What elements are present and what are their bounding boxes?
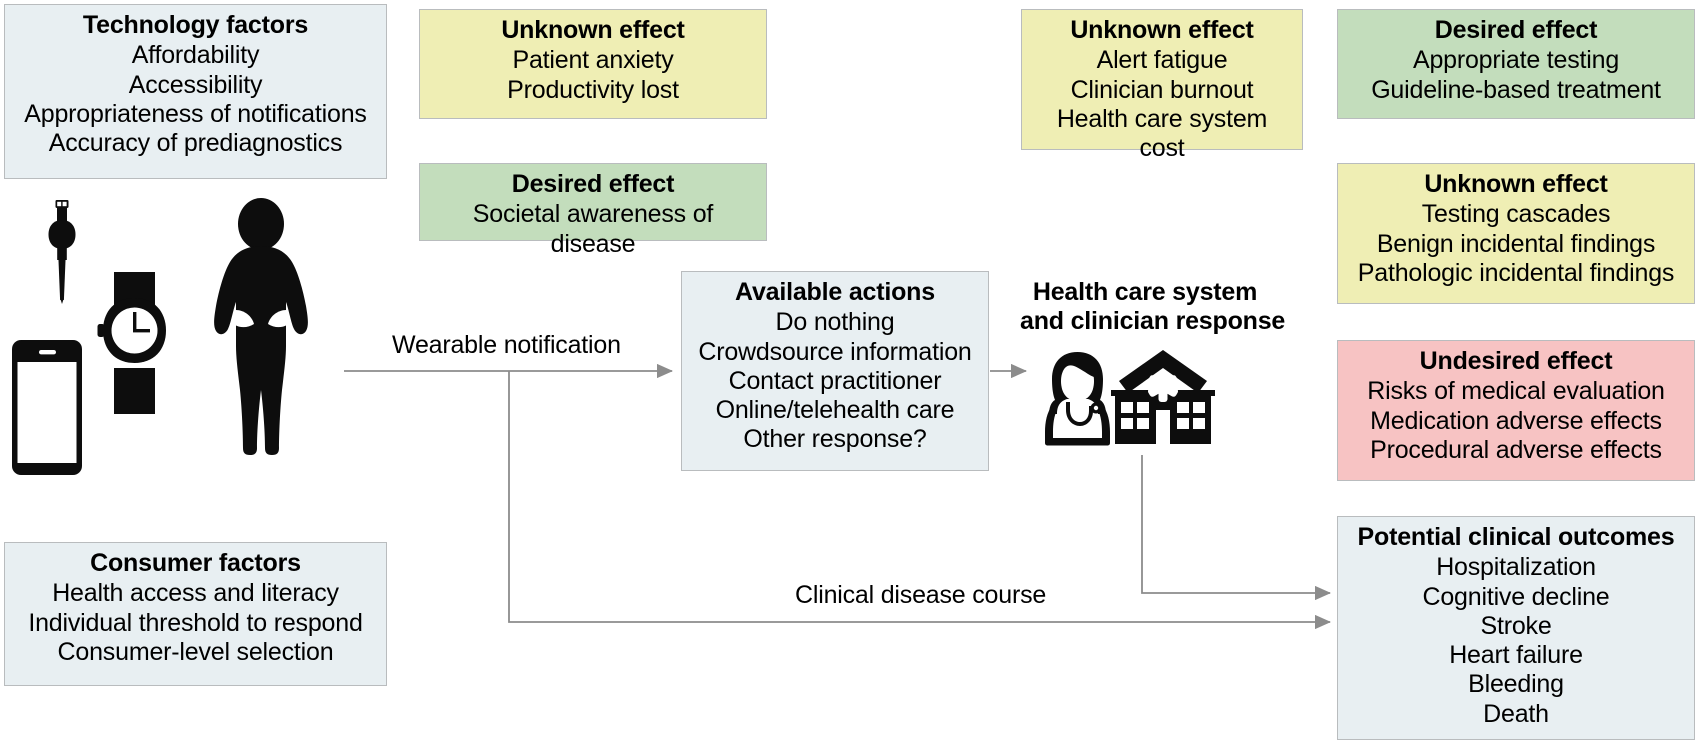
box-desired-effect-societal[interactable]: Desired effect Societal awareness of dis… [419, 163, 767, 258]
box-item: Health access and literacy [52, 579, 339, 608]
box-title: Consumer factors [90, 549, 301, 577]
box-item: Stroke [1480, 611, 1552, 640]
box-item: Hospitalization [1436, 553, 1596, 582]
box-item: Risks of medical evaluation [1367, 377, 1665, 406]
box-item: Contact practitioner [728, 366, 942, 395]
box-item: Bleeding [1468, 670, 1564, 699]
box-item: Consumer-level selection [57, 637, 334, 666]
box-title: Undesired effect [1419, 347, 1613, 375]
box-item: Death [1483, 699, 1549, 728]
box-consumer-factors[interactable]: Consumer factors Health access and liter… [4, 542, 387, 686]
box-title: Desired effect [511, 170, 675, 198]
node-title-health-care-response: Health care system and clinician respons… [1020, 278, 1286, 337]
box-item: Appropriate testing [1412, 46, 1620, 75]
edge-label-clinical-disease-course: Clinical disease course [795, 581, 1046, 610]
health-care-response-line-1: Health care system [1032, 278, 1258, 306]
box-title: Unknown effect [501, 16, 685, 44]
box-item: Accuracy of prediagnostics [48, 129, 343, 157]
box-potential-outcomes[interactable]: Potential clinical outcomes Hospitalizat… [1337, 516, 1695, 740]
arrow-clinical-disease-course [508, 371, 1332, 630]
box-item: Medication adverse effects [1370, 406, 1662, 435]
box-undesired-effect[interactable]: Undesired effect Risks of medical evalua… [1337, 340, 1695, 481]
box-item: Productivity lost [507, 75, 679, 104]
box-item: Online/telehealth care [715, 396, 955, 424]
box-title: Desired effect [1434, 16, 1598, 44]
box-technology-factors[interactable]: Technology factors Affordability Accessi… [4, 4, 387, 179]
box-title: Technology factors [82, 11, 309, 39]
edge-label-text: Clinical disease course [795, 581, 1047, 609]
box-item: Appropriateness of notifications [24, 99, 367, 128]
box-item: Guideline-based treatment [1371, 75, 1661, 104]
box-item: Affordability [131, 41, 260, 70]
box-title: Unknown effect [1070, 16, 1254, 44]
box-item: Alert fatigue [1096, 46, 1228, 75]
box-title: Potential clinical outcomes [1357, 523, 1675, 551]
box-item: Crowdsource information [698, 337, 972, 366]
box-item: Pathologic incidental findings [1357, 258, 1675, 287]
box-item: Testing cascades [1421, 200, 1611, 229]
box-item: Patient anxiety [512, 46, 674, 75]
analog-watch-icon [97, 272, 166, 414]
box-item: Other response? [743, 425, 927, 454]
box-unknown-effect-clinician[interactable]: Unknown effect Alert fatigue Clinician b… [1021, 9, 1303, 162]
box-title: Unknown effect [1424, 170, 1608, 198]
clinician-icon [1045, 352, 1110, 446]
box-desired-effect-testing[interactable]: Desired effect Appropriate testing Guide… [1337, 9, 1695, 119]
box-item: Procedural adverse effects [1370, 435, 1662, 464]
box-item: Accessibility [128, 70, 263, 99]
edge-label-text: Wearable notification [392, 331, 621, 359]
box-unknown-effect-testing[interactable]: Unknown effect Testing cascades Benign i… [1337, 163, 1695, 304]
hospital-icon [1111, 350, 1215, 444]
box-unknown-effect-patient[interactable]: Unknown effect Patient anxiety Productiv… [419, 9, 767, 119]
box-item: Individual threshold to respond [28, 608, 363, 637]
smartphone-icon [12, 340, 82, 475]
wristband-watch-icon [48, 200, 76, 304]
person-silhouette-icon [214, 198, 308, 455]
box-item: Clinician burnout [1070, 75, 1254, 104]
box-item: Do nothing [775, 308, 895, 337]
box-item: Health care system cost [1056, 104, 1268, 162]
box-title: Available actions [735, 278, 935, 306]
box-item: Cognitive decline [1422, 582, 1610, 611]
health-care-response-line-2: and clinician response [1020, 307, 1286, 336]
box-available-actions[interactable]: Available actions Do nothing Crowdsource… [681, 271, 989, 471]
box-item: Heart failure [1449, 641, 1583, 669]
arrow-health-system-to-outcomes [1141, 455, 1332, 601]
box-item: Benign incidental findings [1376, 229, 1656, 258]
edge-label-wearable-notification: Wearable notification [392, 331, 621, 360]
box-item: Societal awareness of disease [472, 200, 714, 258]
